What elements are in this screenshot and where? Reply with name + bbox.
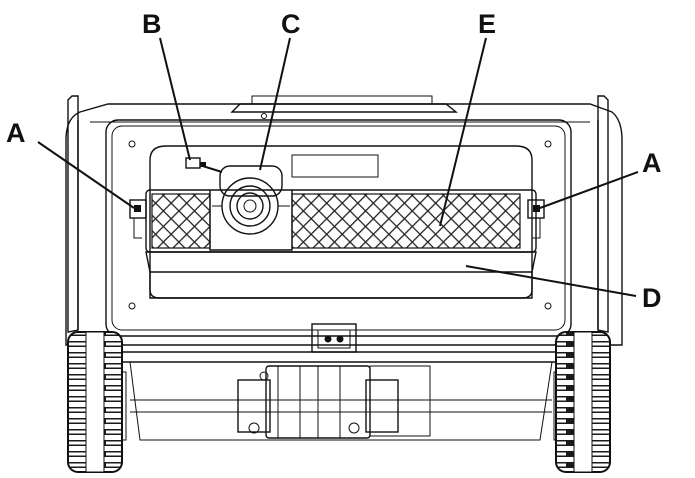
screw-icon <box>544 140 552 148</box>
latch-right <box>527 199 545 239</box>
callout-c: C <box>281 9 301 39</box>
motor-unit <box>209 165 293 251</box>
screw-icon <box>128 140 136 148</box>
screw-icon <box>544 302 552 310</box>
screw-icon <box>261 113 267 119</box>
callout-labels: A A B C E D <box>6 9 662 313</box>
filter-assembly <box>145 189 537 299</box>
callout-b: B <box>142 9 162 39</box>
lower-chassis <box>96 323 584 441</box>
filter-mesh-right <box>291 193 521 249</box>
callout-a-left: A <box>6 118 26 148</box>
latch-left <box>129 199 147 239</box>
wire-connector <box>185 157 223 173</box>
screw-icon <box>128 302 136 310</box>
wheel-left <box>67 331 123 473</box>
callout-a-right: A <box>642 148 662 178</box>
filter-mesh-left <box>151 193 211 249</box>
callout-e: E <box>478 9 496 39</box>
machine-body <box>65 95 623 346</box>
callout-d: D <box>642 283 662 313</box>
leader-lines <box>37 37 639 297</box>
wheel-right <box>555 331 611 473</box>
